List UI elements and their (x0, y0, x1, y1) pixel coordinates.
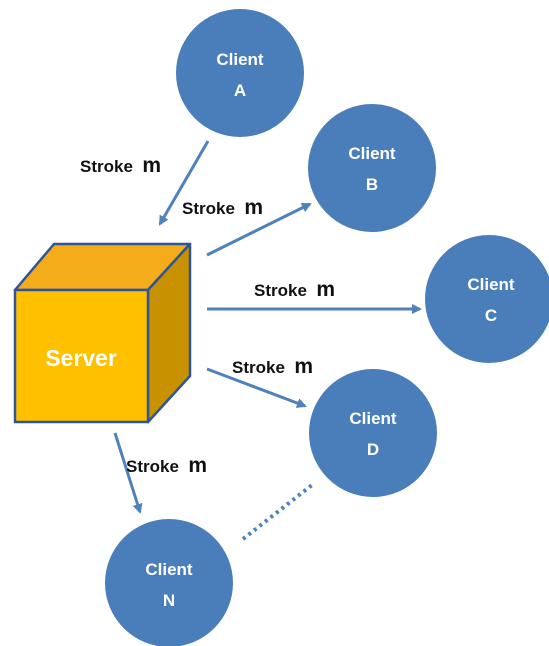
client-c-label-line1: Client (467, 275, 515, 294)
edge-label-n-var: m (188, 454, 207, 477)
client-a-label-line1: Client (216, 50, 264, 69)
edge-label-d-var: m (294, 355, 313, 378)
edge-label-a-word: Stroke (80, 157, 133, 176)
edge-label-server-to-b: Stroke m (182, 196, 263, 219)
client-b-label-line2: B (366, 175, 378, 194)
edge-label-c-var: m (316, 278, 335, 301)
client-b-label-line1: Client (348, 144, 396, 163)
edge-label-d-word: Stroke (232, 358, 285, 377)
client-d-label-line1: Client (349, 409, 397, 428)
arrow-server-to-client-b (206, 202, 312, 257)
edge-label-server-to-d: Stroke m (232, 355, 313, 378)
arrow-client-a-to-server (158, 140, 210, 226)
dotted-continuation-line (241, 483, 314, 541)
client-a-circle (176, 9, 304, 137)
client-node-a: Client A (176, 9, 304, 137)
server-node: Server (13, 242, 192, 424)
edge-label-server-to-c: Stroke m (254, 278, 335, 301)
server-label: Server (45, 345, 117, 371)
edge-label-n-word: Stroke (126, 457, 179, 476)
server-front-face (13, 288, 150, 424)
client-node-n: Client N (105, 519, 233, 646)
client-c-circle (425, 235, 549, 363)
client-n-circle (105, 519, 233, 646)
client-n-label-line2: N (163, 591, 175, 610)
edge-label-a-var: m (142, 154, 161, 177)
edge-label-b-word: Stroke (182, 199, 235, 218)
client-d-circle (309, 369, 437, 497)
client-n-label-line1: Client (145, 560, 193, 579)
client-c-label-line2: C (485, 306, 497, 325)
arrow-server-to-client-n (113, 432, 143, 514)
arrow-server-to-client-d (206, 367, 307, 408)
client-a-label-line2: A (234, 81, 246, 100)
edge-label-server-to-n: Stroke m (126, 454, 207, 477)
client-node-c: Client C (425, 235, 549, 363)
client-node-b: Client B (308, 104, 436, 232)
client-b-circle (308, 104, 436, 232)
client-d-label-line2: D (367, 440, 379, 459)
edge-label-c-word: Stroke (254, 281, 307, 300)
client-node-d: Client D (309, 369, 437, 497)
edge-label-b-var: m (244, 196, 263, 219)
edge-label-a-to-server: Stroke m (80, 154, 161, 177)
